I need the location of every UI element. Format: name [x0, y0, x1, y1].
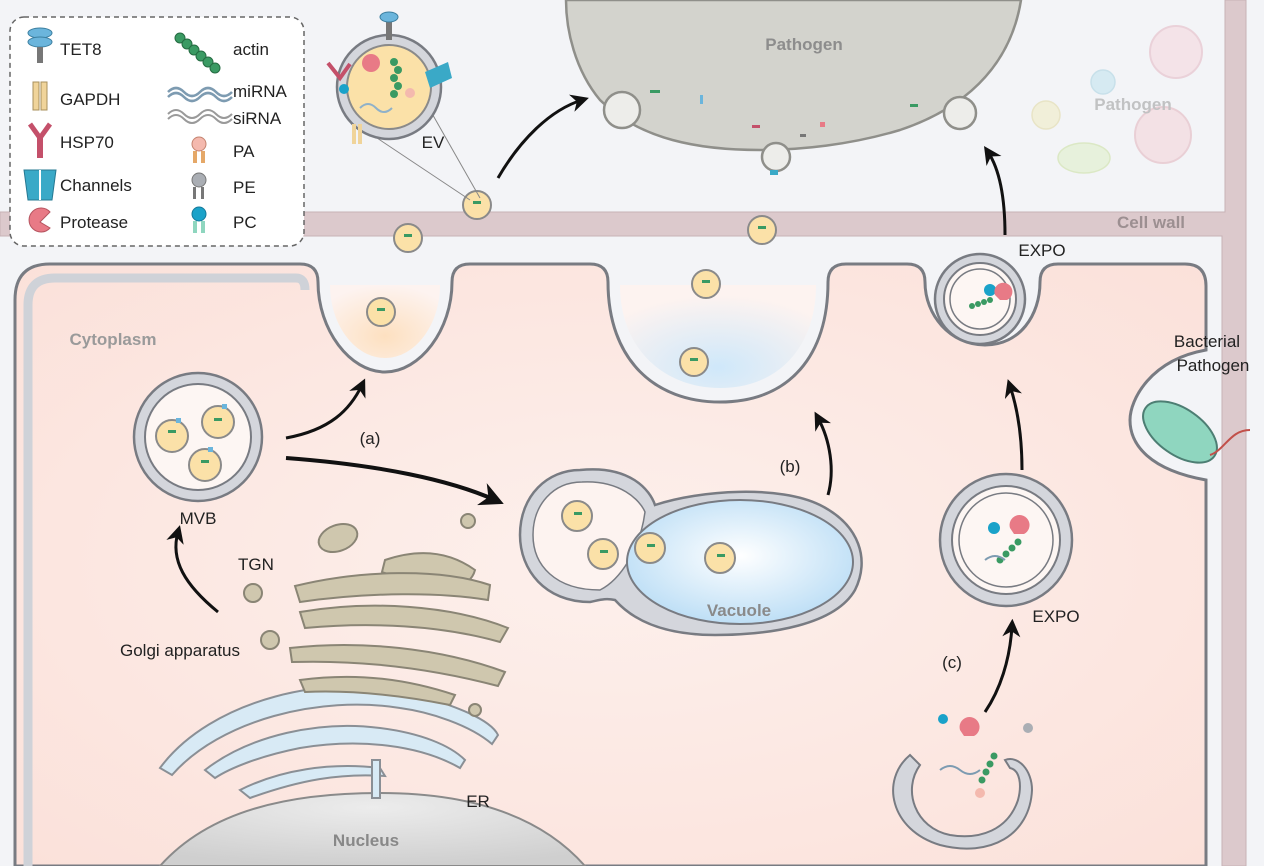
- bacterial-label-line2: Pathogen: [1177, 356, 1250, 375]
- mvb-ilv: [155, 404, 235, 482]
- legend-label-protease: Protease: [60, 213, 128, 232]
- ev-actin: [390, 58, 402, 98]
- route-c-label: (c): [942, 653, 962, 672]
- ev-zoom: [326, 11, 481, 201]
- legend-label-actin: actin: [233, 40, 269, 59]
- er: [158, 685, 500, 800]
- expo-forming: [892, 714, 1034, 850]
- faded-pathogens: Pathogen: [1031, 25, 1203, 174]
- bacterial-pathogen: [1142, 400, 1251, 464]
- legend-label-hsp70: HSP70: [60, 133, 114, 152]
- nucleus: Nucleus: [158, 791, 587, 866]
- legend-label-pc: PC: [233, 213, 257, 232]
- legend-label-gapdh: GAPDH: [60, 90, 120, 109]
- mirna-icon: [167, 86, 233, 98]
- arrow-ev-to-pathogen: [496, 94, 589, 179]
- hsp70-icon: [27, 122, 53, 158]
- actin-icon: [174, 32, 221, 74]
- golgi-apparatus: [243, 513, 510, 717]
- vacuole-label: Vacuole: [707, 601, 771, 620]
- pathogen-secondary-label: Pathogen: [1094, 95, 1171, 114]
- pathogen-main-label: Pathogen: [765, 35, 842, 54]
- tgn-label: TGN: [238, 555, 274, 574]
- pa-icon: [191, 136, 207, 163]
- legend-label-pa: PA: [233, 142, 255, 161]
- arrow-mvb-to-vacuole: [285, 456, 504, 506]
- er-label: ER: [466, 792, 490, 811]
- arrow-vacuole-to-pm-b: [814, 411, 833, 496]
- route-arrows: [166, 94, 1024, 713]
- legend-label-sirna: siRNA: [233, 109, 282, 128]
- arrow-expo-to-pm: [1004, 379, 1024, 471]
- arrow-expo-to-pathogen: [984, 146, 1007, 236]
- expo-bottom: [938, 472, 1074, 608]
- pathogen-body: Pathogen: [564, 0, 1023, 175]
- legend-label-channels: Channels: [60, 176, 132, 195]
- arrow-forming-to-expo-c: [983, 618, 1021, 713]
- ev-label: EV: [422, 133, 445, 152]
- expo-top-label: EXPO: [1018, 241, 1065, 260]
- nucleus-label: Nucleus: [333, 831, 399, 850]
- pe-icon: [191, 172, 207, 199]
- protease-icon: [28, 207, 51, 233]
- route-a-label: (a): [360, 429, 381, 448]
- route-b-label: (b): [780, 457, 801, 476]
- cell-wall-label: Cell wall: [1117, 213, 1185, 232]
- bacterial-label-line1: Bacterial: [1174, 332, 1240, 351]
- expo-bottom-label: EXPO: [1032, 607, 1079, 626]
- tet8-icon: [27, 27, 53, 63]
- mvb: [132, 371, 264, 503]
- golgi-label: Golgi apparatus: [120, 641, 240, 660]
- mvb-label: MVB: [180, 509, 217, 528]
- legend-label-pe: PE: [233, 178, 256, 197]
- expo-top: [933, 252, 1027, 346]
- gapdh-icon: [32, 81, 48, 111]
- vacuole: Vacuole: [518, 468, 863, 637]
- cytoplasm-label: Cytoplasm: [70, 330, 157, 349]
- sirna-icon: [167, 109, 233, 119]
- legend-label-tet8: TET8: [60, 40, 102, 59]
- extracellular-evs: [366, 190, 777, 377]
- legend-label-mirna: miRNA: [233, 82, 287, 101]
- pc-icon: [191, 206, 207, 233]
- arrow-golgi-to-mvb: [166, 525, 219, 614]
- arrow-mvb-to-pm-a: [285, 378, 366, 440]
- channels-icon: [23, 169, 57, 201]
- legend: TET8 GAPDH HSP70 Channels Protease actin: [9, 16, 305, 247]
